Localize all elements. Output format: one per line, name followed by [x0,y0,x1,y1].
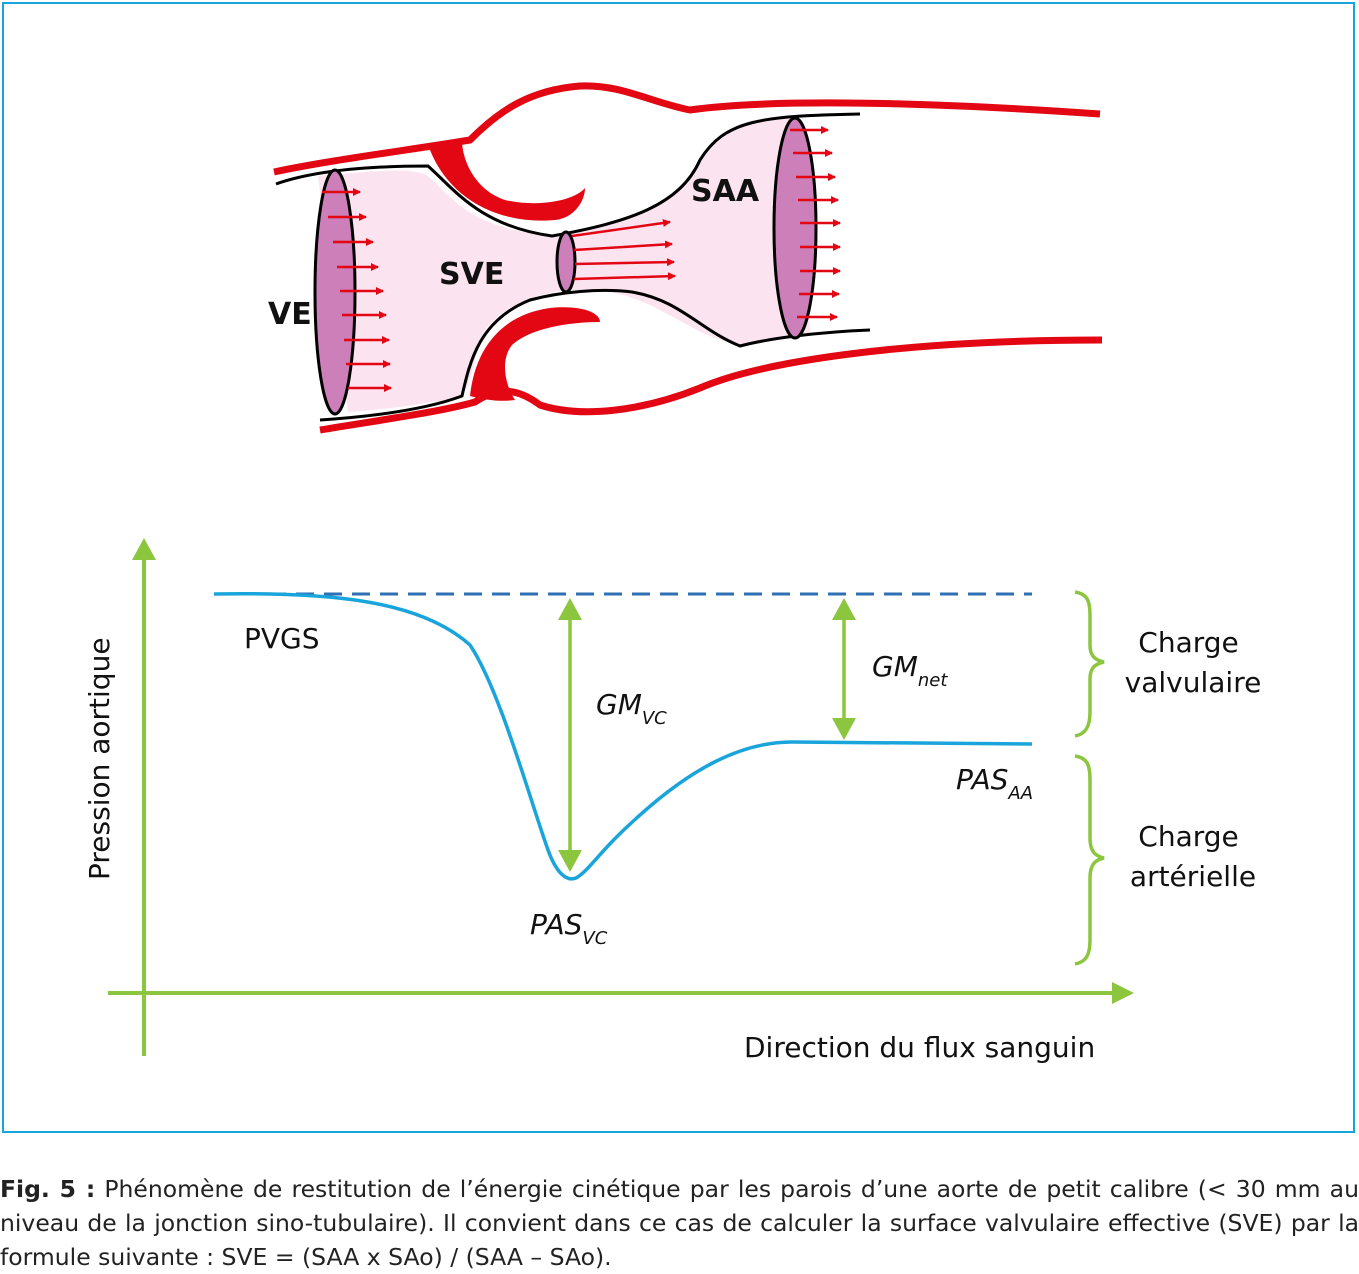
vessel-diagram: VE SVE SAA [268,82,1103,434]
pressure-graph: Pression aortique Direction du flux sang… [83,538,1261,1064]
gm-net-arrowhead-bottom [832,718,856,740]
flow-arrows-vc [571,219,676,281]
label-sve: SVE [439,257,504,292]
gm-vc-arrowhead-top [558,598,582,620]
figure-caption: Fig. 5 : Phénomène de restitution de l’é… [0,1172,1359,1274]
section-vena-contracta [555,230,577,294]
label-charge-valvulaire: Charge valvulaire [1125,626,1262,699]
label-ve: VE [268,297,312,332]
label-pvgs: PVGS [244,622,320,655]
pressure-curve [213,592,1033,881]
label-gm-vc: GMVC [596,688,667,729]
section-saa [772,116,818,340]
label-pas-aa: PASAA [956,763,1033,804]
upper-outer-wall [273,82,1101,176]
label-charge-arterielle: Charge artérielle [1130,820,1256,893]
x-axis-arrowhead [1112,982,1134,1004]
gm-vc-arrowhead-bottom [558,850,582,872]
x-axis-label: Direction du flux sanguin [744,1031,1095,1064]
y-axis-arrowhead [132,538,156,560]
flow-arrows-saa [790,126,841,321]
y-axis-label: Pression aortique [83,637,116,880]
label-pas-vc: PASVC [530,908,608,949]
lower-outer-wall [319,336,1103,434]
brace-arterial [1074,754,1105,966]
flow-arrows-ve [322,188,392,392]
label-gm-net: GMnet [872,650,948,691]
caption-text: Phénomène de restitution de l’énergie ci… [0,1175,1359,1271]
lower-valve-leaflet [470,307,600,401]
caption-prefix: Fig. 5 : [0,1175,96,1203]
figure-frame [2,2,1355,1133]
diagram: VE SVE SAA Pression aortique Direction d… [83,82,1261,1064]
upper-inner-wall [275,112,861,238]
upper-valve-leaflet [430,140,585,221]
lower-inner-wall [319,288,871,422]
gm-net-arrowhead-top [832,598,856,620]
brace-valvular [1074,590,1105,738]
label-saa: SAA [691,174,760,209]
